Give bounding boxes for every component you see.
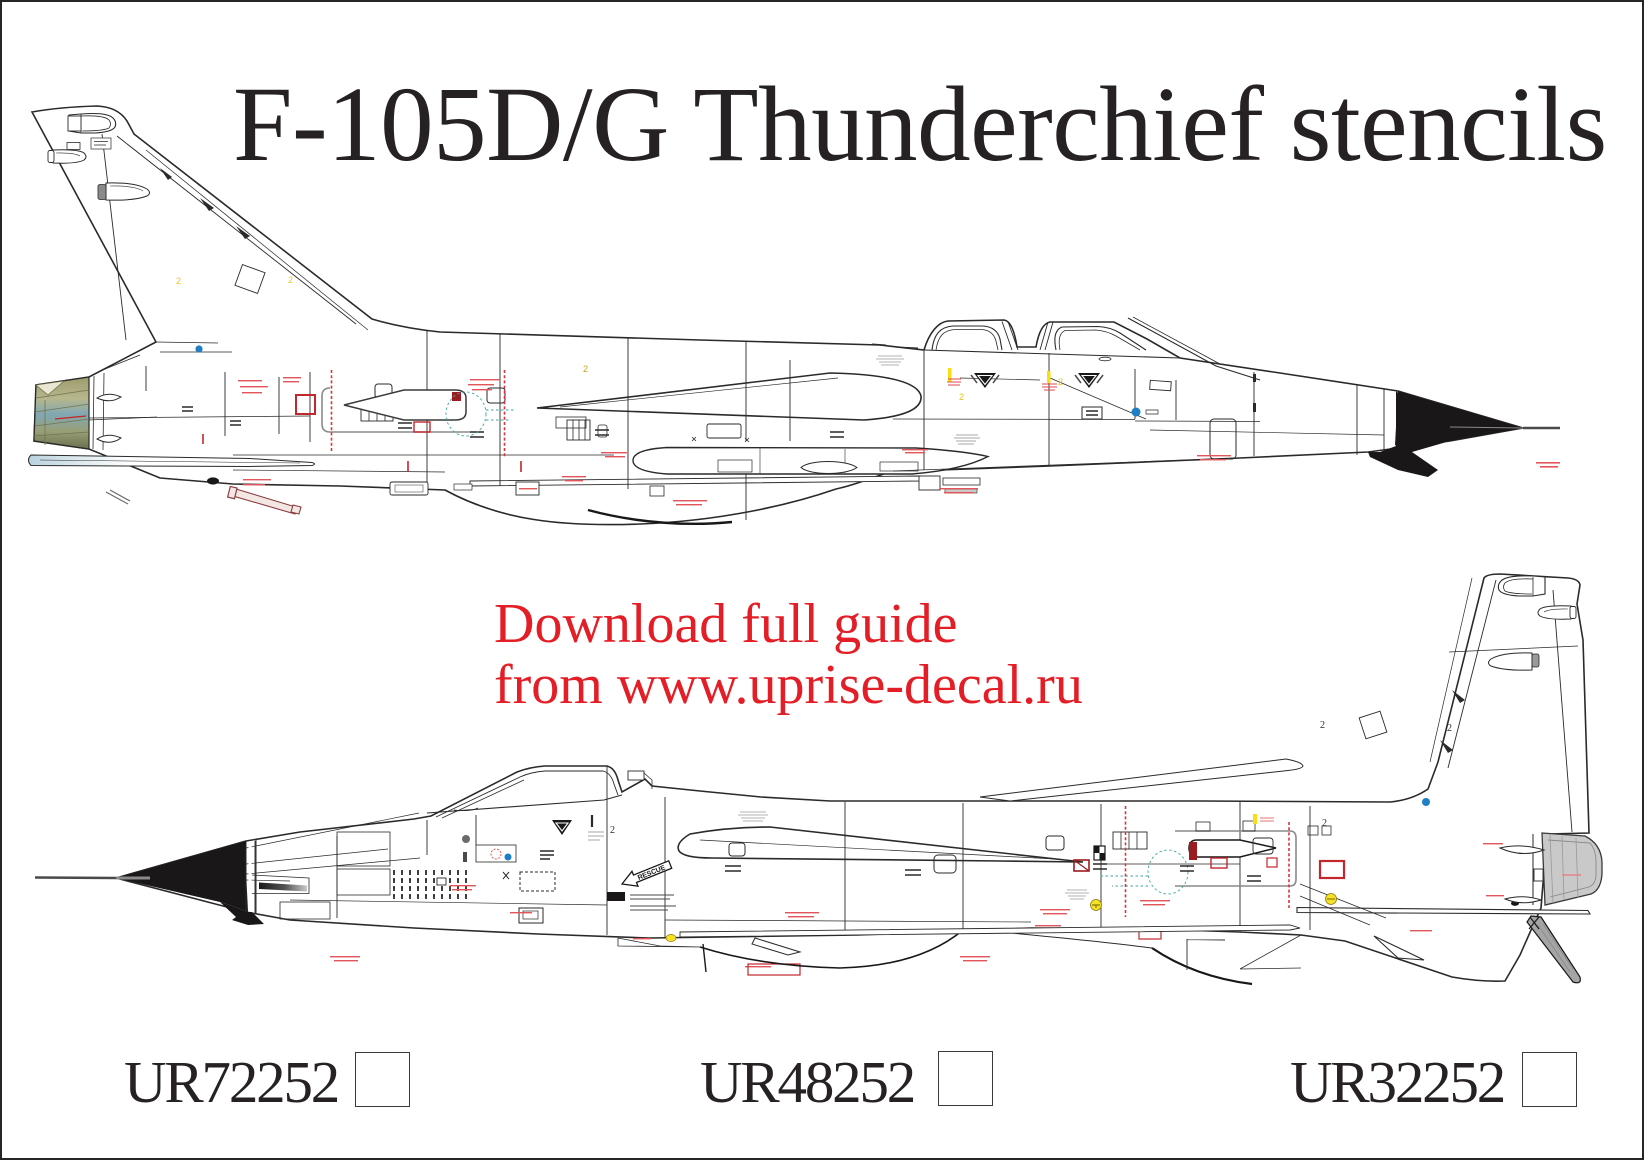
svg-text:2: 2 — [288, 275, 293, 285]
svg-text:2: 2 — [176, 276, 181, 286]
svg-text:2: 2 — [583, 364, 588, 374]
svg-text:2: 2 — [959, 392, 964, 402]
svg-text:2: 2 — [1320, 720, 1325, 731]
svg-text:2: 2 — [1447, 723, 1452, 734]
svg-text:2: 2 — [1058, 377, 1063, 387]
svg-text:2: 2 — [1322, 818, 1327, 829]
svg-text:2: 2 — [610, 825, 615, 836]
